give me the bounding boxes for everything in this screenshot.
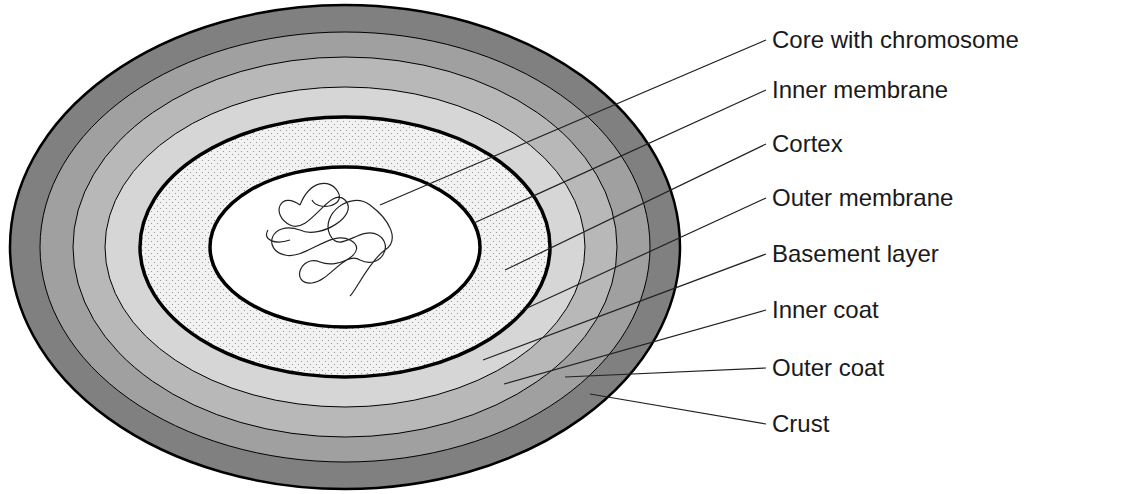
leader-line bbox=[590, 394, 766, 424]
leader-line bbox=[474, 90, 766, 223]
part-label: Core with chromosome bbox=[772, 26, 1019, 54]
part-label: Crust bbox=[772, 410, 829, 438]
inner-coat-layer bbox=[73, 57, 617, 437]
part-label: Cortex bbox=[772, 130, 843, 158]
part-label: Inner coat bbox=[772, 296, 879, 324]
leader-line bbox=[505, 144, 766, 270]
part-label: Outer membrane bbox=[772, 184, 953, 212]
leader-line bbox=[565, 368, 766, 377]
leader-line bbox=[380, 40, 766, 205]
part-label: Basement layer bbox=[772, 240, 939, 268]
leader-line bbox=[483, 254, 766, 360]
leader-line bbox=[525, 198, 766, 309]
leader-line bbox=[504, 310, 766, 384]
part-label: Outer coat bbox=[772, 354, 884, 382]
basement-layer bbox=[105, 87, 585, 407]
inner-membrane bbox=[210, 167, 480, 327]
crust-layer bbox=[10, 5, 680, 489]
chromosome bbox=[267, 183, 393, 296]
outer-membrane bbox=[140, 117, 550, 377]
part-label: Inner membrane bbox=[772, 76, 948, 104]
outer-coat-layer bbox=[40, 32, 650, 462]
leader-lines bbox=[380, 40, 766, 424]
